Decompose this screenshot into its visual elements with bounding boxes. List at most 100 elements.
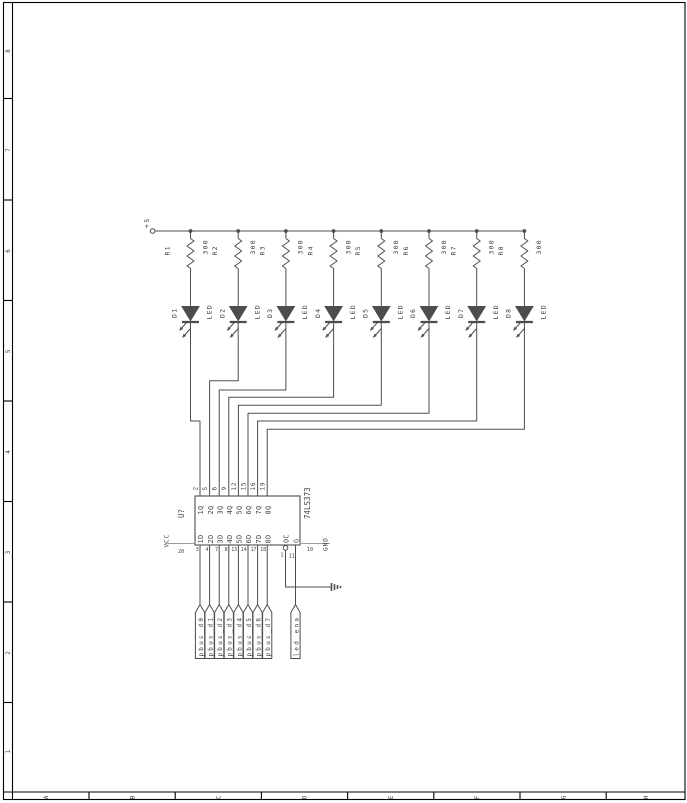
resistor-symbol <box>520 238 529 269</box>
frame-row-label: 7 <box>5 148 12 152</box>
frame-row-label: 1 <box>5 749 12 753</box>
resistor-value-label: 300 <box>201 239 209 254</box>
led-symbol <box>419 306 439 322</box>
resistor-symbol <box>234 238 243 269</box>
led-light-arrowhead <box>421 333 425 338</box>
led-light-arrowhead <box>277 333 282 338</box>
frame-col-label: F <box>474 795 481 799</box>
resistor-name-label: R1 <box>163 245 171 255</box>
ic-g-pin-number: 11 <box>289 554 295 560</box>
led-light-arrowhead <box>373 333 377 338</box>
ic-pin-number: 9 <box>221 486 228 490</box>
net-flag-label: pbus_d1 <box>208 616 215 657</box>
resistor-value-label: 300 <box>297 239 305 254</box>
resistor-name-label: R8 <box>497 245 505 255</box>
ic-pin-name: 6D <box>245 534 253 543</box>
led-light-arrowhead <box>179 326 184 331</box>
ic-pin-number: 13 <box>231 547 237 553</box>
ic-pin-name: 5Q <box>236 505 244 514</box>
led-light-arrowhead <box>182 333 187 338</box>
net-flag <box>242 603 254 659</box>
frame-col-label: G <box>560 795 567 799</box>
led-device-label: LED <box>444 304 452 319</box>
ic-pin-number: 2 <box>192 486 199 490</box>
net-wire <box>228 322 335 496</box>
net-wire <box>285 550 332 588</box>
resistor-name-label: R4 <box>306 245 314 255</box>
ic-pin-name: 4D <box>226 534 234 543</box>
ic-pin-name: 2D <box>207 534 215 543</box>
led-light-arrowhead <box>516 333 521 338</box>
frame-col-label: C <box>216 795 223 799</box>
resistor-value-label: 300 <box>488 239 496 254</box>
frame-row-label: 6 <box>5 249 12 253</box>
led-name-label: D5 <box>362 308 370 318</box>
frame-row-label: 2 <box>5 651 12 655</box>
net-wire <box>218 322 287 496</box>
vcc-pin-label: VCC <box>163 534 170 548</box>
net-flag-label: pbus_d2 <box>217 616 224 657</box>
net-flag <box>204 603 215 659</box>
led-name-label: D3 <box>266 308 274 318</box>
net-flag-label: pbus_d6 <box>256 616 263 657</box>
ic-pin-name: 7Q <box>255 505 263 514</box>
net-wire <box>237 322 382 496</box>
led-light-arrowhead <box>274 326 279 331</box>
resistor-name-label: R2 <box>211 245 219 255</box>
frame-row-label: 3 <box>5 550 12 554</box>
ic-pin-name: 1Q <box>197 505 205 514</box>
led-symbol <box>371 306 391 322</box>
ic-g-pin-name: G <box>293 539 301 543</box>
led-light-arrowhead <box>418 326 422 331</box>
ic-pin-name: 8Q <box>264 505 272 514</box>
ic-pin-number: 12 <box>231 482 238 491</box>
ic-pin-number: 4 <box>206 547 209 553</box>
ic-pin-name: 7D <box>255 534 263 543</box>
ic-pin-number: 5 <box>202 486 209 490</box>
resistor-name-label: R6 <box>402 245 410 255</box>
frame-row-label: 5 <box>5 349 12 353</box>
net-flag-label: pbus_d7 <box>265 616 272 657</box>
enable-net-flag-label: led_ena <box>293 616 300 657</box>
led-light-arrowhead <box>322 326 327 331</box>
oc-inversion-bubble <box>282 545 289 551</box>
led-symbol <box>276 306 296 322</box>
led-light-arrowhead <box>227 326 231 331</box>
resistor-symbol <box>377 238 386 269</box>
ic-pin-number: 15 <box>240 482 247 491</box>
ic-pin-number: 14 <box>241 547 247 553</box>
frame-row-label: 8 <box>5 49 12 53</box>
ic-pin-number: 3 <box>196 547 199 553</box>
net-flag <box>223 603 234 659</box>
ic-pin-name: 4Q <box>226 505 234 514</box>
resistor-value-label: 300 <box>249 239 257 254</box>
resistor-symbol <box>425 238 433 269</box>
resistor-value-label: 300 <box>440 239 448 254</box>
led-symbol <box>324 306 343 322</box>
resistor-symbol <box>472 238 481 269</box>
ic-oc-pin-number: 1 <box>280 553 283 559</box>
net-wire <box>247 322 430 496</box>
resistor-symbol <box>186 238 195 269</box>
resistor-name-label: R7 <box>450 245 458 255</box>
net-flag <box>214 603 225 659</box>
led-light-arrowhead <box>370 326 374 331</box>
label-layer: +5 VCC 20 GND 10 U? 74LS373 OC G 1 11 le… <box>143 217 329 656</box>
led-device-label: LED <box>397 304 405 319</box>
led-symbol <box>515 306 534 322</box>
led-device-label: LED <box>301 304 309 319</box>
frame-col-label: E <box>388 795 395 799</box>
led-device-label: LED <box>206 304 214 319</box>
ic-pin-number: 6 <box>212 486 219 490</box>
ic-oc-pin-name: OC <box>282 534 290 543</box>
led-name-label: D7 <box>457 308 465 318</box>
frame-col-label: H <box>643 795 650 799</box>
ic-pin-name: 2Q <box>207 505 215 514</box>
net-flag <box>262 603 273 659</box>
resistor-value-label: 300 <box>344 239 352 254</box>
ic-pin-number: 7 <box>215 547 218 553</box>
ic-body <box>194 495 301 546</box>
